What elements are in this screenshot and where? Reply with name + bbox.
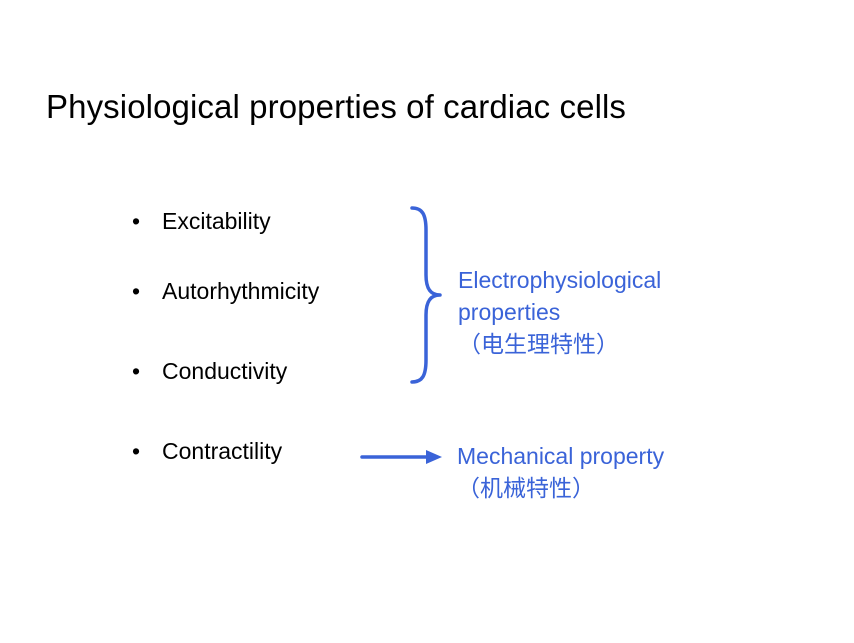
list-item-label: Conductivity [162,358,288,384]
bullet-icon: • [132,358,141,384]
list-item-conductivity: • Conductivity [132,358,287,385]
electrophysiological-line-1: Electrophysiological [458,267,662,293]
list-item-excitability: • Excitability [132,208,271,235]
electrophysiological-label: Electrophysiological properties （电生理特性） [458,264,661,360]
list-item-label: Autorhythmicity [162,278,320,304]
list-item-label: Contractility [162,438,283,464]
list-item-contractility: • Contractility [132,438,282,465]
bullet-icon: • [132,278,141,304]
bullet-icon: • [132,438,141,464]
mechanical-line-1: Mechanical property [457,443,665,469]
right-curly-brace-icon [410,206,442,384]
bullet-icon: • [132,208,141,234]
mechanical-line-2: （机械特性） [457,475,595,501]
list-item-label: Excitability [162,208,271,234]
electrophysiological-line-3: （电生理特性） [458,331,619,357]
mechanical-label: Mechanical property （机械特性） [457,440,664,504]
list-item-autorhythmicity: • Autorhythmicity [132,278,319,305]
slide-title: Physiological properties of cardiac cell… [46,88,627,125]
electrophysiological-line-2: properties [458,299,561,325]
right-arrow-icon [360,450,442,464]
